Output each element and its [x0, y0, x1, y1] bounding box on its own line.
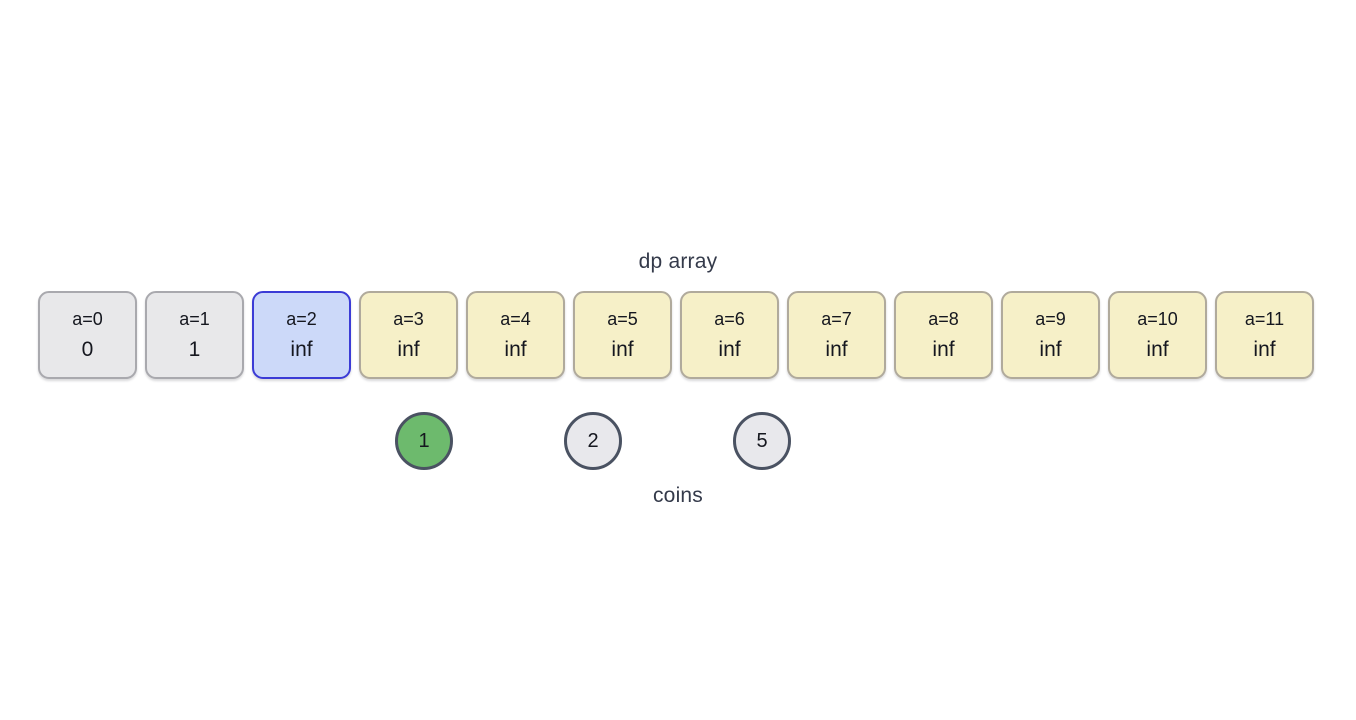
dp-cell-value: 0	[81, 338, 94, 361]
dp-cell-index: a=10	[1137, 309, 1178, 329]
coins-title-text: coins	[652, 484, 704, 507]
dp-cell-value: inf	[397, 338, 420, 361]
dp-cell[interactable]: a=2 inf	[252, 291, 351, 379]
dp-cell-index: a=4	[500, 309, 531, 329]
dp-cell-index: a=2	[286, 309, 317, 329]
dp-cell[interactable]: a=11 inf	[1215, 291, 1314, 379]
dp-cell[interactable]: a=10 inf	[1108, 291, 1207, 379]
dp-array-title: dp array	[0, 250, 1356, 274]
dp-cell-index: a=9	[1035, 309, 1066, 329]
dp-cell-value: inf	[718, 338, 741, 361]
dp-cell-value: inf	[1146, 338, 1169, 361]
dp-cell-value: inf	[611, 338, 634, 361]
dp-array-title-text: dp array	[638, 250, 718, 273]
dp-cell-value: inf	[290, 338, 313, 361]
coins-row: 1 2 5	[395, 412, 791, 470]
dp-cell[interactable]: a=5 inf	[573, 291, 672, 379]
coin[interactable]: 5	[733, 412, 791, 470]
dp-cell-index: a=5	[607, 309, 638, 329]
dp-cell[interactable]: a=3 inf	[359, 291, 458, 379]
dp-cell-value: inf	[932, 338, 955, 361]
dp-cell[interactable]: a=6 inf	[680, 291, 779, 379]
dp-cell-index: a=11	[1244, 309, 1285, 329]
dp-cell-value: inf	[1253, 338, 1276, 361]
dp-cell[interactable]: a=4 inf	[466, 291, 565, 379]
dp-cell[interactable]: a=7 inf	[787, 291, 886, 379]
coin[interactable]: 1	[395, 412, 453, 470]
dp-cell-value: inf	[1039, 338, 1062, 361]
dp-cell[interactable]: a=9 inf	[1001, 291, 1100, 379]
coins-title: coins	[0, 484, 1356, 508]
dp-cell-index: a=1	[179, 309, 210, 329]
coin[interactable]: 2	[564, 412, 622, 470]
dp-cell[interactable]: a=8 inf	[894, 291, 993, 379]
dp-cell-value: inf	[825, 338, 848, 361]
dp-cell-value: inf	[504, 338, 527, 361]
dp-cell-index: a=7	[821, 309, 852, 329]
dp-cell-index: a=8	[928, 309, 959, 329]
dp-cell-value: 1	[188, 338, 201, 361]
dp-cell-index: a=6	[714, 309, 745, 329]
dp-cell-index: a=3	[393, 309, 424, 329]
dp-cell-index: a=0	[72, 309, 103, 329]
